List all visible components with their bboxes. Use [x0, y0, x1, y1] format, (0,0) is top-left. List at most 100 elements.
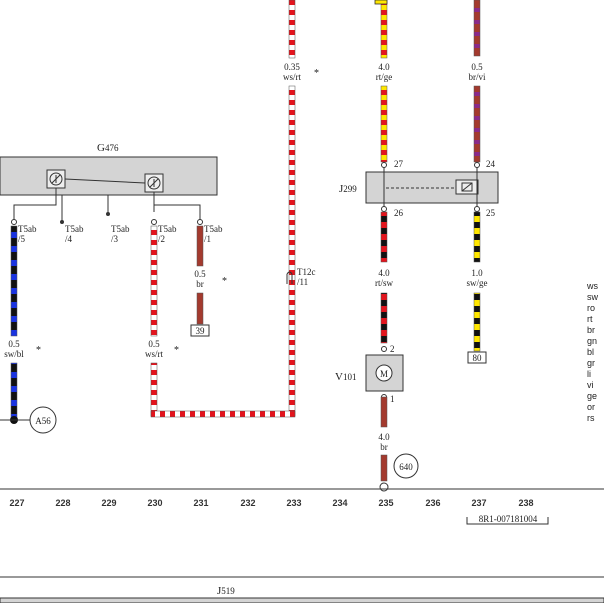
pin-t5ab-3-a: T5ab [111, 224, 130, 234]
relay-top-box [374, 0, 388, 5]
pin-26: 26 [394, 208, 404, 218]
ruler-numbers: 227 228 229 230 231 232 233 234 235 236 … [9, 498, 533, 508]
legend-rs: rs [587, 413, 595, 423]
g476-box [0, 156, 218, 196]
wire-233-top-color: ws/rt [283, 72, 301, 82]
pin-t5ab-5-b: /5 [18, 234, 26, 244]
ground-point [379, 482, 389, 492]
pin-t5ab-2-b: /2 [158, 234, 165, 244]
legend-or: or [587, 402, 595, 412]
pin-24: 24 [486, 159, 496, 169]
wire-227-size: 0.5 [8, 339, 20, 349]
pin-v101-2-dot [381, 346, 387, 352]
ruler-236: 236 [425, 498, 440, 508]
legend-br: br [587, 325, 595, 335]
asterisk-227: * [36, 345, 41, 356]
pin-t5ab-3-b: /3 [111, 234, 119, 244]
pin-v101-2: 2 [390, 344, 395, 354]
t12c-label: T12c [297, 267, 316, 277]
wire-235-bot-color: br [380, 442, 388, 452]
doc-id-frame [466, 517, 549, 525]
wire-237-mid-lower [473, 292, 481, 352]
ref-80-box [467, 351, 487, 364]
ruler-229: 229 [101, 498, 116, 508]
relay-coil-icon [455, 179, 479, 195]
connector-pins [11, 195, 203, 225]
legend-vi: vi [587, 380, 594, 390]
pin-27: 27 [394, 159, 404, 169]
asterisk-233: * [314, 68, 319, 79]
legend-ro: ro [587, 303, 595, 313]
wire-235-bottom-lower [380, 454, 388, 482]
wire-230-size: 0.5 [148, 339, 160, 349]
wire-231-lower [196, 292, 204, 325]
ruler-227: 227 [9, 498, 24, 508]
j519-box [0, 597, 604, 603]
legend-gr: gr [587, 358, 595, 368]
wire-227-lower [10, 362, 18, 419]
ruler-232: 232 [240, 498, 255, 508]
wire-231-upper [196, 225, 204, 267]
pin-25-dot [474, 206, 480, 212]
v101-label: V101 [335, 371, 356, 383]
color-legend: ws sw ro rt br gn bl gr li vi ge or rs [586, 281, 599, 423]
g476-internal-wiring [13, 178, 201, 220]
wire-235-top-size: 4.0 [378, 62, 390, 72]
sensor-icon-2 [144, 173, 164, 193]
ref-39-box [190, 324, 210, 337]
pin-v101-1: 1 [390, 394, 395, 404]
wire-231-color: br [196, 279, 204, 289]
legend-li: li [587, 369, 591, 379]
wire-235-top-color: rt/ge [376, 72, 393, 82]
pin-t5ab-5-a: T5ab [18, 224, 37, 234]
wire-227-upper [10, 225, 18, 337]
wire-230-color: ws/rt [145, 349, 163, 359]
ruler-235: 235 [378, 498, 393, 508]
ruler-231: 231 [193, 498, 208, 508]
legend-rt: rt [587, 314, 593, 324]
legend-ge: ge [587, 391, 597, 401]
asterisk-231: * [222, 276, 227, 287]
t12c-pin: /11 [297, 277, 308, 287]
wire-237-top-color: br/vi [469, 72, 486, 82]
wire-235-top [380, 0, 388, 59]
pin-26-dot [381, 206, 387, 212]
pin-t5ab-4-b: /4 [65, 234, 73, 244]
wire-231-size: 0.5 [194, 269, 206, 279]
wire-235-mid-upper [380, 211, 388, 263]
pin-24-dot [474, 162, 480, 168]
wire-235-upper [380, 85, 388, 163]
ground-a56-label: A56 [35, 416, 51, 426]
ground-a56 [29, 406, 57, 434]
pin-27-dot [381, 162, 387, 168]
motor-symbol: M [380, 369, 388, 379]
wire-227-color: sw/bl [4, 349, 24, 359]
wire-237-upper [473, 85, 481, 163]
legend-bl: bl [587, 347, 594, 357]
wire-230-233-bridge [150, 410, 296, 418]
asterisk-230: * [174, 345, 179, 356]
t12c-connector-icon [286, 271, 293, 284]
g476-label: G476 [97, 142, 119, 154]
ref-80: 80 [473, 353, 483, 363]
wire-237-top-size: 0.5 [471, 62, 483, 72]
ruler-234: 234 [332, 498, 347, 508]
pin-25: 25 [486, 208, 496, 218]
wire-230-lower [150, 362, 158, 417]
wire-237-mid-color: sw/ge [467, 278, 488, 288]
motor-icon [375, 364, 393, 382]
j299-internal [383, 165, 478, 210]
ruler-237: 237 [471, 498, 486, 508]
wire-235-mid-lower [380, 292, 388, 344]
ruler-230: 230 [147, 498, 162, 508]
pin-t5ab-1-b: /1 [204, 234, 211, 244]
legend-sw: sw [587, 292, 599, 302]
wire-233-top-size: 0.35 [284, 62, 300, 72]
ref-39: 39 [196, 326, 206, 336]
wire-230-upper [150, 225, 158, 337]
legend-gn: gn [587, 336, 597, 346]
ruler-238: 238 [518, 498, 533, 508]
j519-label: J519 [217, 585, 235, 597]
wire-233-main [288, 85, 296, 417]
